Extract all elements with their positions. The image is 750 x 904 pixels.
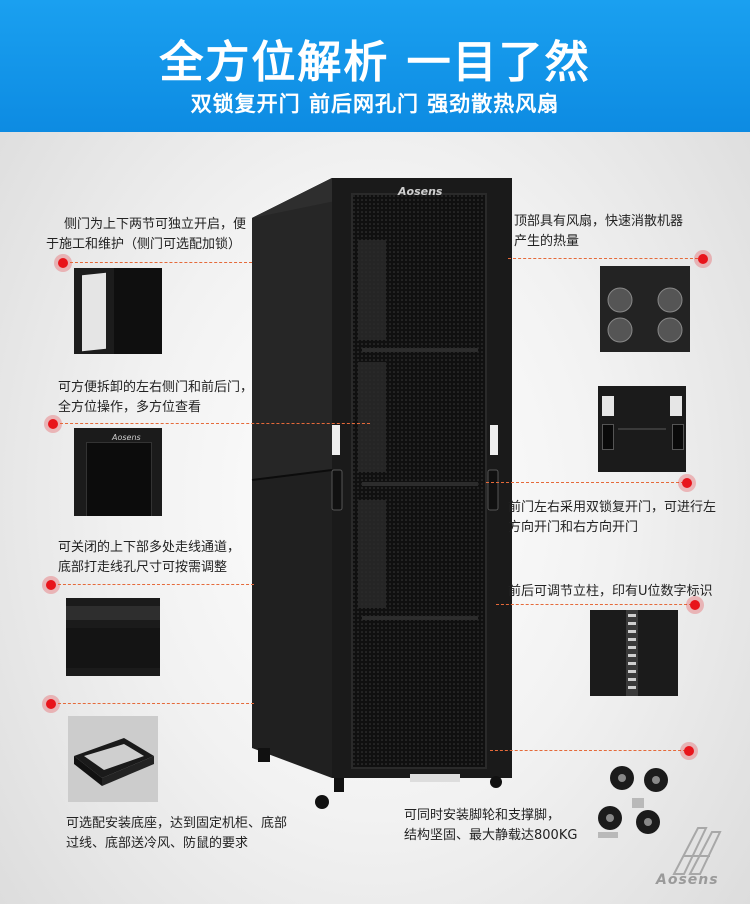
side-door-thumbnail	[74, 268, 162, 354]
leader-line	[58, 703, 254, 704]
cabinet-brand: Aosens	[398, 185, 443, 198]
page-title: 全方位解析 一目了然	[159, 37, 591, 88]
feature-double-lock-line2: 方向开门和右方向开门	[508, 520, 639, 535]
feature-base-line1: 可选配安装底座，达到固定机柜、底部	[66, 816, 288, 831]
feature-base-line2: 过线、底部送冷风、防鼠的要求	[66, 836, 249, 851]
watermark-text: Aosens	[656, 872, 719, 888]
marker-dot	[46, 580, 56, 590]
leader-line	[70, 262, 252, 263]
double-lock-thumbnail	[598, 386, 686, 472]
marker-dot	[58, 258, 68, 268]
leader-line	[508, 258, 698, 259]
leader-line	[60, 423, 370, 424]
front-door-thumbnail	[74, 428, 162, 516]
feature-side-door-line2: 于施工和维护（侧门可选配加锁）	[46, 237, 242, 252]
leader-line	[490, 750, 686, 751]
feature-removable-doors-line2: 全方位操作，多方位查看	[58, 400, 202, 415]
feature-top-fans-line2: 产生的热量	[514, 234, 580, 249]
feature-top-fans-line1: 顶部具有风扇，快速消散机器	[514, 214, 684, 229]
casters-thumbnail	[592, 760, 678, 846]
feature-removable-doors-line1: 可方便拆卸的左右侧门和前后门，	[58, 380, 254, 395]
header-banner: 全方位解析 一目了然 双锁复开门 前后网孔门 强劲散热风扇	[0, 0, 750, 132]
feature-rails-line1: 前后可调节立柱，印有U位数字标识	[508, 584, 713, 599]
leader-line	[496, 604, 692, 605]
marker-dot	[48, 419, 58, 429]
marker-dot	[684, 746, 694, 756]
feature-side-door-line1: 侧门为上下两节可独立开启，便	[64, 217, 247, 232]
server-cabinet-image	[251, 178, 512, 809]
rails-thumbnail	[590, 610, 678, 696]
feature-casters-line2: 结构坚固、最大静载达800KG	[404, 828, 578, 843]
marker-dot	[682, 478, 692, 488]
base-thumbnail	[68, 716, 158, 802]
feature-cable-channel-line2: 底部打走线孔尺寸可按需调整	[58, 560, 228, 575]
brand-logo-icon	[672, 827, 722, 875]
cable-channel-thumbnail	[66, 598, 160, 676]
feature-double-lock-line1: 前门左右采用双锁复开门，可进行左	[508, 500, 717, 515]
feature-cable-channel-line1: 可关闭的上下部多处走线通道，	[58, 540, 241, 555]
page-subtitle: 双锁复开门 前后网孔门 强劲散热风扇	[190, 92, 560, 116]
marker-dot	[46, 699, 56, 709]
leader-line	[58, 584, 254, 585]
leader-line	[486, 482, 684, 483]
feature-casters-line1: 可同时安装脚轮和支撑脚，	[404, 808, 561, 823]
marker-dot	[698, 254, 708, 264]
thumbnail-brand: Aosens	[112, 433, 141, 442]
top-fans-thumbnail	[600, 266, 690, 352]
marker-dot	[690, 600, 700, 610]
